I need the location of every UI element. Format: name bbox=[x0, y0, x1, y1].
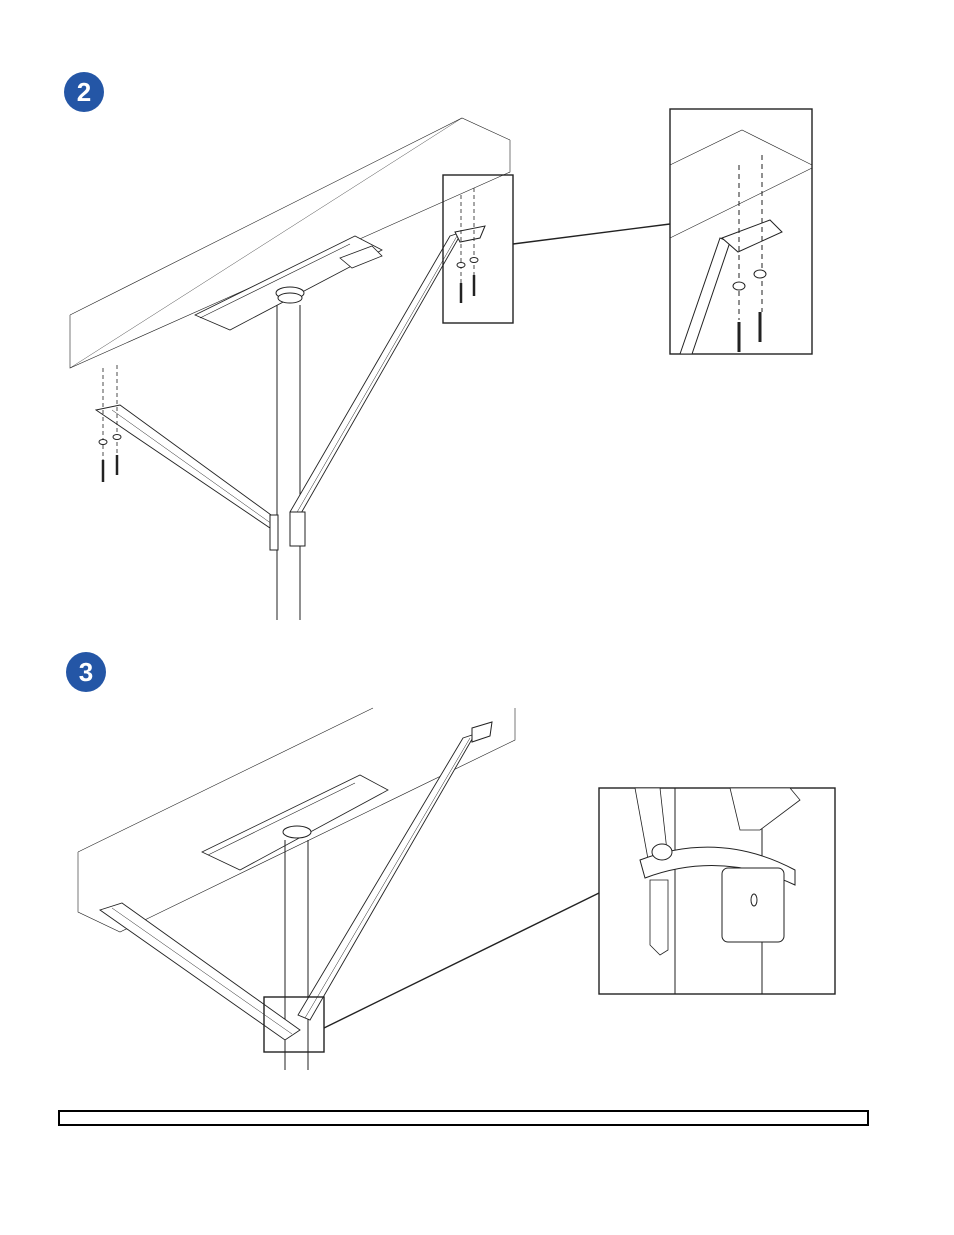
step3-detail-panel bbox=[599, 788, 835, 994]
step2-left-brace bbox=[96, 405, 278, 550]
step2-channel-bracket bbox=[195, 236, 382, 330]
step2-right-screws bbox=[457, 188, 478, 303]
step3-channel-bracket bbox=[202, 775, 388, 870]
step3-left-brace bbox=[100, 903, 300, 1040]
step2-pole bbox=[276, 287, 304, 620]
step2-callout-line bbox=[513, 224, 670, 244]
step2-ceiling-beam bbox=[70, 118, 510, 368]
step3-right-brace bbox=[298, 722, 492, 1020]
step2-detail-panel bbox=[670, 109, 812, 354]
footer-bar bbox=[58, 1110, 869, 1126]
